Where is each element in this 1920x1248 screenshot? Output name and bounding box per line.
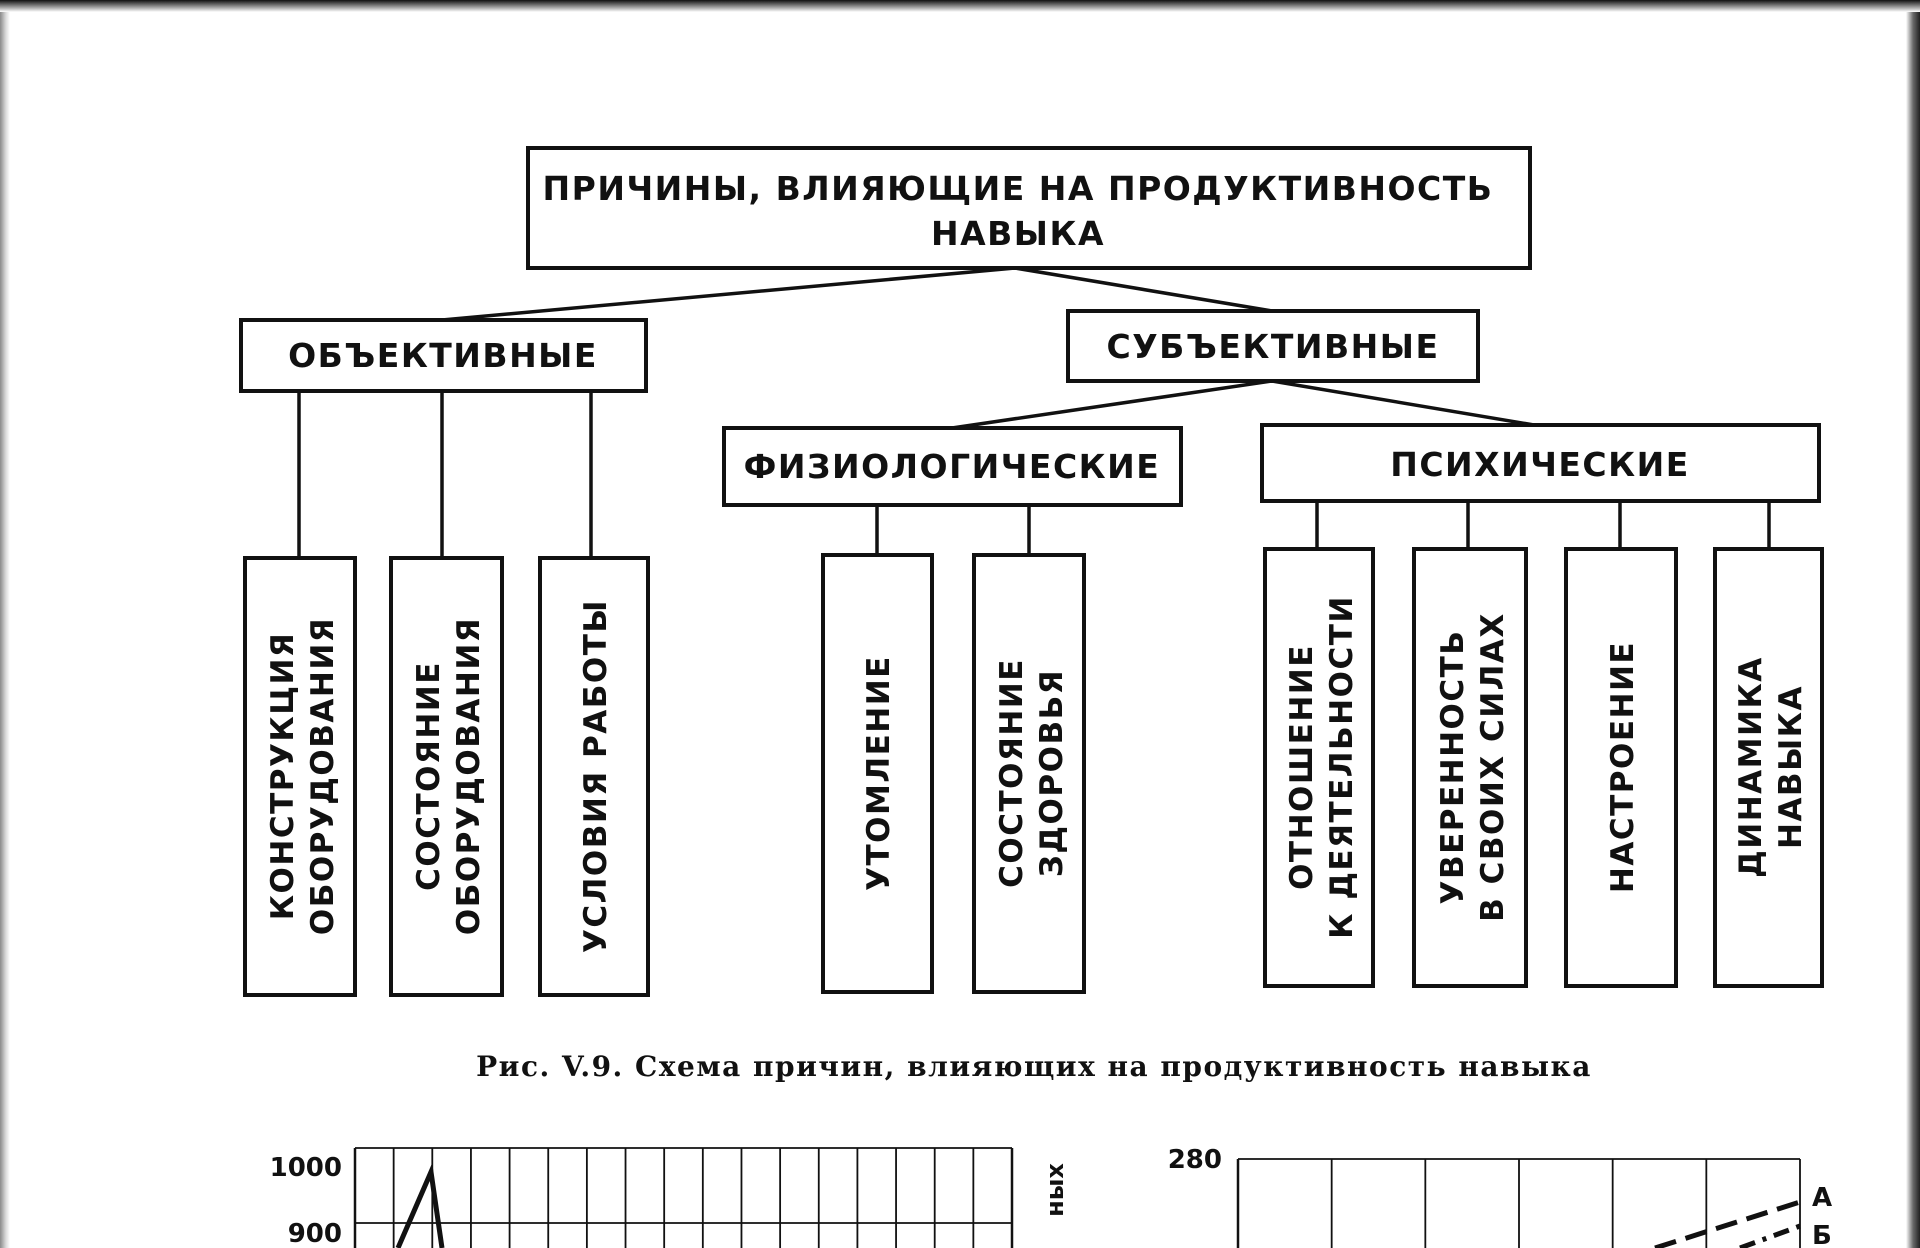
chart-right-series-a-line <box>1654 1199 1801 1248</box>
leaf-box-dynamics <box>1713 547 1824 988</box>
scan-edge-top <box>0 0 1920 12</box>
leaf-mood: НАСТРОЕНИЕ <box>1564 547 1678 988</box>
leaf-label-equipment-condition-2: ОБОРУДОВАНИЯ <box>451 617 487 935</box>
root-box <box>526 146 1532 270</box>
connector-subjective-physiological <box>951 379 1273 430</box>
leaf-box-equipment-condition <box>389 556 504 997</box>
subjective-node: СУБЪЕКТИВНЫЕ <box>1066 309 1480 383</box>
leaf-box-confidence <box>1412 547 1528 988</box>
chart-right-series-a-label: А <box>1812 1183 1832 1213</box>
connector-root-objective <box>441 266 1016 322</box>
objective-node: ОБЪЕКТИВНЫЕ <box>239 318 648 393</box>
scan-edge-right <box>1906 0 1920 1248</box>
leaf-equipment-design: КОНСТРУКЦИЯ ОБОРУДОВАНИЯ <box>243 556 357 997</box>
leaf-label-fatigue: УТОМЛЕНИЕ <box>861 655 897 891</box>
chart-left-side-label: ных <box>1041 1163 1069 1217</box>
scan-edge-left <box>0 0 10 1248</box>
leaf-label-equipment-condition-1: СОСТОЯНИЕ <box>411 661 447 891</box>
leaf-confidence: УВЕРЕННОСТЬ В СВОИХ СИЛАХ <box>1412 547 1528 988</box>
chart-right-vertical-gridlines <box>1237 1159 1801 1248</box>
leaf-label-attitude-2: К ДЕЯТЕЛЬНОСТИ <box>1324 595 1360 939</box>
chart-right: 280 А Б <box>1168 1145 1832 1248</box>
connector-subjective-psychological <box>1271 379 1535 427</box>
objective-label: ОБЪЕКТИВНЫЕ <box>288 336 598 375</box>
chart-right-ytick-280: 280 <box>1168 1145 1222 1175</box>
leaf-attitude: ОТНОШЕНИЕ К ДЕЯТЕЛЬНОСТИ <box>1263 547 1375 988</box>
chart-left-vertical-gridlines <box>354 1148 1013 1248</box>
leaf-box-mood <box>1564 547 1678 988</box>
chart-left-grid <box>354 1147 1013 1248</box>
chart-right-series-b-line <box>1739 1223 1801 1248</box>
leaf-health: СОСТОЯНИЕ ЗДОРОВЬЯ <box>972 553 1086 994</box>
root-node: ПРИЧИНЫ, ВЛИЯЮЩИЕ НА ПРОДУКТИВНОСТЬ НАВЫ… <box>526 146 1532 270</box>
leaf-dynamics: ДИНАМИКА НАВЫКА <box>1713 547 1824 988</box>
leaf-work-conditions: УСЛОВИЯ РАБОТЫ <box>538 556 650 997</box>
chart-right-series-b-label: Б <box>1812 1221 1832 1248</box>
leaf-label-confidence-2: В СВОИХ СИЛАХ <box>1475 612 1511 922</box>
chart-left-ytick-900: 900 <box>288 1219 342 1248</box>
leaf-label-health-2: ЗДОРОВЬЯ <box>1034 669 1070 877</box>
leaf-label-equipment-design-1: КОНСТРУКЦИЯ <box>265 632 301 921</box>
leaf-box-health <box>972 553 1086 994</box>
objective-box <box>239 318 648 393</box>
leaf-label-mood: НАСТРОЕНИЕ <box>1605 641 1641 893</box>
leaf-label-attitude-1: ОТНОШЕНИЕ <box>1284 644 1320 890</box>
chart-left-series-line <box>395 1162 445 1248</box>
leaf-label-health-1: СОСТОЯНИЕ <box>994 658 1030 888</box>
leaf-box-work-conditions <box>538 556 650 997</box>
leaf-label-dynamics-2: НАВЫКА <box>1773 685 1809 849</box>
chart-left: 1000 900 ных <box>270 1147 1069 1248</box>
diagram-connectors <box>297 266 1771 557</box>
connector-root-subjective <box>1014 266 1273 313</box>
figure-caption: Рис. V.9. Схема причин, влияющих на прод… <box>476 1050 1592 1083</box>
leaf-label-dynamics-1: ДИНАМИКА <box>1733 656 1769 878</box>
physiological-box <box>722 426 1183 507</box>
leaf-label-equipment-design-2: ОБОРУДОВАНИЯ <box>305 617 341 935</box>
leaf-box-fatigue <box>821 553 934 994</box>
root-label-line2: НАВЫКА <box>931 214 1105 253</box>
leaf-fatigue: УТОМЛЕНИЕ <box>821 553 934 994</box>
psychological-box <box>1260 423 1821 503</box>
root-label-line1: ПРИЧИНЫ, ВЛИЯЮЩИЕ НА ПРОДУКТИВНОСТЬ <box>543 169 1494 208</box>
leaf-box-attitude <box>1263 547 1375 988</box>
leaf-label-confidence-1: УВЕРЕННОСТЬ <box>1435 630 1471 905</box>
psychological-label: ПСИХИЧЕСКИЕ <box>1390 445 1690 484</box>
physiological-node: ФИЗИОЛОГИЧЕСКИЕ <box>722 426 1183 507</box>
leaf-equipment-condition: СОСТОЯНИЕ ОБОРУДОВАНИЯ <box>389 556 504 997</box>
leaf-label-work-conditions: УСЛОВИЯ РАБОТЫ <box>578 599 614 953</box>
leaf-box-equipment-design <box>243 556 357 997</box>
psychological-node: ПСИХИЧЕСКИЕ <box>1260 423 1821 503</box>
subjective-label: СУБЪЕКТИВНЫЕ <box>1107 327 1440 366</box>
physiological-label: ФИЗИОЛОГИЧЕСКИЕ <box>744 447 1161 486</box>
subjective-box <box>1066 309 1480 383</box>
chart-left-ytick-1000: 1000 <box>270 1153 342 1183</box>
